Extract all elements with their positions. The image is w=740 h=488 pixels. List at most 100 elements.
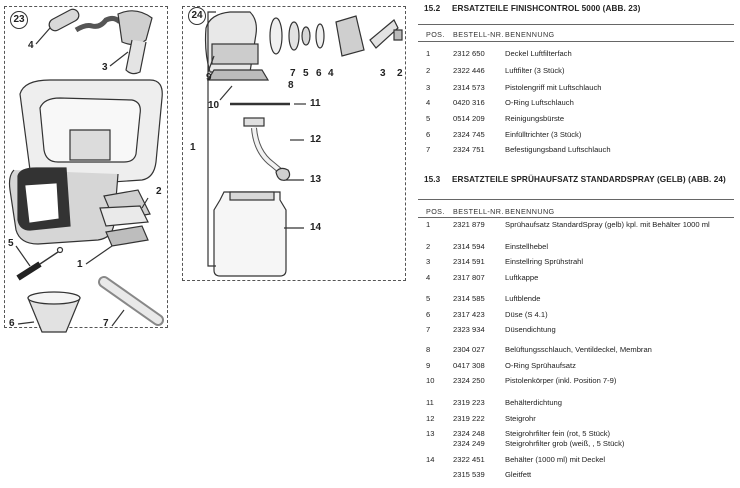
row-order-number: 0417 308 [453, 361, 485, 370]
section-15-2-title: 15.2 ERSATZTEILE FINISHCONTROL 5000 (ABB.… [424, 4, 640, 13]
figure-23-frame [4, 6, 168, 328]
row-description: Reinigungsbürste [505, 114, 565, 123]
row-pos: 14 [426, 455, 435, 464]
figure-24-number: 24 [188, 7, 206, 25]
section-15-3-heading: ERSATZTEILE SPRÜHAUFSATZ STANDARDSPRAY (… [452, 175, 726, 184]
row-order-number: 2314 594 [453, 242, 485, 251]
row-description: Befestigungsband Luftschlauch [505, 145, 611, 154]
callout-10: 10 [208, 100, 220, 111]
callout-7: 7 [103, 318, 109, 329]
row-description: Einfülltrichter (3 Stück) [505, 130, 582, 139]
row-order-number: 2304 027 [453, 345, 485, 354]
col-nr-header-a: BESTELL-NR. [453, 30, 504, 39]
row-order-number: 2322 451 [453, 455, 485, 464]
callout-8: 8 [288, 80, 294, 91]
section-15-2-heading: ERSATZTEILE FINISHCONTROL 5000 (ABB. 23) [452, 4, 641, 13]
row-order-number: 2314 591 [453, 257, 485, 266]
section-15-3-top-rule [418, 199, 734, 200]
row-description: Sprühaufsatz StandardSpray (gelb) kpl. m… [505, 220, 710, 229]
callout-5: 5 [8, 238, 14, 249]
row-description: Luftkappe [505, 273, 539, 282]
row-description: Belüftungsschlauch, Ventildeckel, Membra… [505, 345, 652, 354]
row-order-number: 2319 223 [453, 398, 485, 407]
row-description: Deckel Luftfilterfach [505, 49, 572, 58]
row-order-number: 0514 209 [453, 114, 485, 123]
row-pos: 5 [426, 114, 431, 123]
row-order-number: 2324 248 [453, 429, 485, 438]
row-order-number: 2314 573 [453, 83, 485, 92]
callout-1b: 1 [190, 142, 196, 153]
row-description: Düse (S 4.1) [505, 310, 548, 319]
row-pos: 5 [426, 294, 431, 303]
callout-5b: 5 [303, 68, 309, 79]
row-pos: 8 [426, 345, 431, 354]
section-15-2-top-rule [418, 24, 734, 25]
callout-11: 11 [310, 98, 321, 109]
col-pos-header-b: POS. [426, 207, 445, 216]
callout-14: 14 [310, 222, 322, 233]
row-description: Behälter (1000 ml) mit Deckel [505, 455, 606, 464]
col-name-header-b: BENENNUNG [505, 207, 555, 216]
row-order-number: 2324 249 [453, 439, 485, 448]
row-order-number: 0420 316 [453, 98, 485, 107]
row-pos: 7 [426, 145, 431, 154]
row-pos: 1 [426, 220, 431, 229]
row-description: Luftfilter (3 Stück) [505, 66, 565, 75]
callout-3b: 3 [380, 68, 386, 79]
row-order-number: 2324 745 [453, 130, 485, 139]
row-order-number: 2312 650 [453, 49, 485, 58]
row-order-number: 2317 423 [453, 310, 485, 319]
row-pos: 6 [426, 310, 431, 319]
row-order-number: 2324 751 [453, 145, 485, 154]
callout-3: 3 [102, 62, 108, 73]
row-description: O-Ring Sprühaufsatz [505, 361, 576, 370]
row-order-number: 2324 250 [453, 376, 485, 385]
callout-7b: 7 [290, 68, 296, 79]
row-description: Behälterdichtung [505, 398, 562, 407]
row-pos: 13 [426, 429, 435, 438]
row-description: Einstellhebel [505, 242, 549, 251]
figure-24-frame [182, 6, 406, 281]
row-description: O-Ring Luftschlauch [505, 98, 574, 107]
row-pos: 12 [426, 414, 435, 423]
section-15-3-title: 15.3 ERSATZTEILE SPRÜHAUFSATZ STANDARDSPR… [424, 175, 726, 184]
row-description: Gleitfett [505, 470, 532, 479]
row-pos: 6 [426, 130, 431, 139]
col-nr-header-b: BESTELL-NR. [453, 207, 504, 216]
col-name-header-a: BENENNUNG [505, 30, 555, 39]
row-description: Luftblende [505, 294, 541, 303]
row-pos: 4 [426, 273, 431, 282]
row-pos: 1 [426, 49, 431, 58]
section-15-2-header-rule [418, 41, 734, 42]
callout-6b: 6 [316, 68, 322, 79]
row-description: Steigrohrfilter grob (weiß, , 5 Stück) [505, 439, 625, 448]
callout-13: 13 [310, 174, 322, 185]
section-15-3-header-rule [418, 217, 734, 218]
row-description: Pistolenkörper (inkl. Position 7-9) [505, 376, 617, 385]
row-description: Steigrohrfilter fein (rot, 5 Stück) [505, 429, 611, 438]
callout-4: 4 [28, 40, 34, 51]
row-description: Steigrohr [505, 414, 536, 423]
row-pos: 4 [426, 98, 431, 107]
row-description: Einstellring Sprühstrahl [505, 257, 584, 266]
row-order-number: 2319 222 [453, 414, 485, 423]
row-pos: 9 [426, 361, 431, 370]
section-15-3-number: 15.3 [424, 175, 441, 184]
row-order-number: 2321 879 [453, 220, 485, 229]
callout-2: 2 [156, 186, 162, 197]
row-pos: 2 [426, 66, 431, 75]
row-order-number: 2323 934 [453, 325, 485, 334]
row-order-number: 2315 539 [453, 470, 485, 479]
callout-6: 6 [9, 318, 15, 329]
row-pos: 11 [426, 398, 434, 407]
row-pos: 2 [426, 242, 431, 251]
row-pos: 3 [426, 83, 431, 92]
callout-1: 1 [77, 259, 83, 270]
row-order-number: 2317 807 [453, 273, 485, 282]
callout-4b: 4 [328, 68, 334, 79]
callout-12: 12 [310, 134, 322, 145]
row-pos: 3 [426, 257, 431, 266]
section-15-2-number: 15.2 [424, 4, 441, 13]
